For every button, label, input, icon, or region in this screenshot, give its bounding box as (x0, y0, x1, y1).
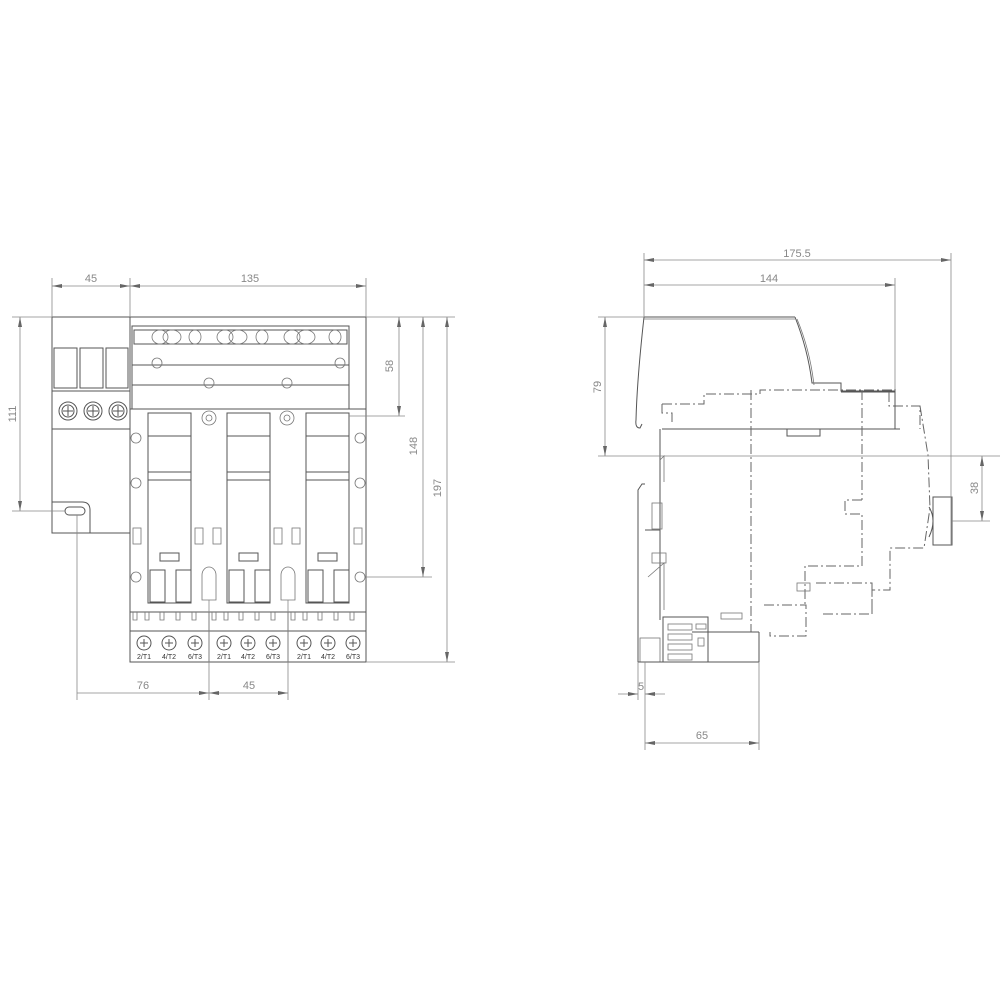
dim-38: 38 (969, 482, 981, 494)
dim-76: 76 (137, 680, 149, 692)
dim-65: 65 (696, 730, 708, 742)
terminal-label: 6/T3 (266, 654, 280, 661)
front-dimensions: 45 135 111 58 148 197 76 45 (7, 273, 455, 700)
dim-58: 58 (384, 360, 396, 372)
dim-45-top: 45 (85, 273, 97, 285)
dim-148: 148 (408, 437, 420, 455)
terminal-group-3: 2/T1 4/T2 6/T3 (296, 635, 361, 661)
terminal-label: 6/T3 (188, 654, 202, 661)
side-dimensions: 175.5 144 79 38 5 65 (592, 248, 1000, 750)
contactor-body (129, 316, 367, 663)
terminal-label: 2/T1 (137, 654, 151, 661)
pole-1 (147, 412, 192, 604)
terminal-label: 6/T3 (346, 654, 360, 661)
terminal-label: 2/T1 (297, 654, 311, 661)
terminal-label: 4/T2 (321, 654, 335, 661)
screw-terminal-icon (83, 401, 103, 421)
dim-79: 79 (592, 381, 604, 393)
screw-terminal-icon (58, 401, 78, 421)
dim-5: 5 (638, 681, 644, 693)
keyhole-slot-icon (280, 566, 296, 601)
pole-2 (226, 412, 271, 604)
terminal-label: 4/T2 (162, 654, 176, 661)
left-terminal-block (51, 316, 131, 700)
keyhole-slot-icon (201, 566, 217, 601)
terminal-group-1: 2/T1 4/T2 6/T3 (136, 635, 203, 661)
terminal-group-2: 2/T1 4/T2 6/T3 (216, 635, 281, 661)
dim-111: 111 (7, 406, 19, 423)
screw-terminal-icon (108, 401, 128, 421)
side-view: 175.5 144 79 38 5 65 (592, 248, 1000, 750)
pole-3 (305, 412, 350, 604)
ventilation-slots (151, 329, 342, 345)
dim-197: 197 (432, 479, 444, 497)
dim-45-bottom: 45 (243, 680, 255, 692)
dim-144: 144 (760, 273, 778, 285)
front-view: 2/T1 4/T2 6/T3 2/T1 4/T2 6/T3 2/T1 4/T2 … (7, 273, 455, 700)
mounting-slot-icon (64, 506, 86, 516)
dim-175-5: 175.5 (783, 248, 811, 260)
dim-135: 135 (241, 273, 259, 285)
terminal-label: 2/T1 (217, 654, 231, 661)
terminal-label: 4/T2 (241, 654, 255, 661)
